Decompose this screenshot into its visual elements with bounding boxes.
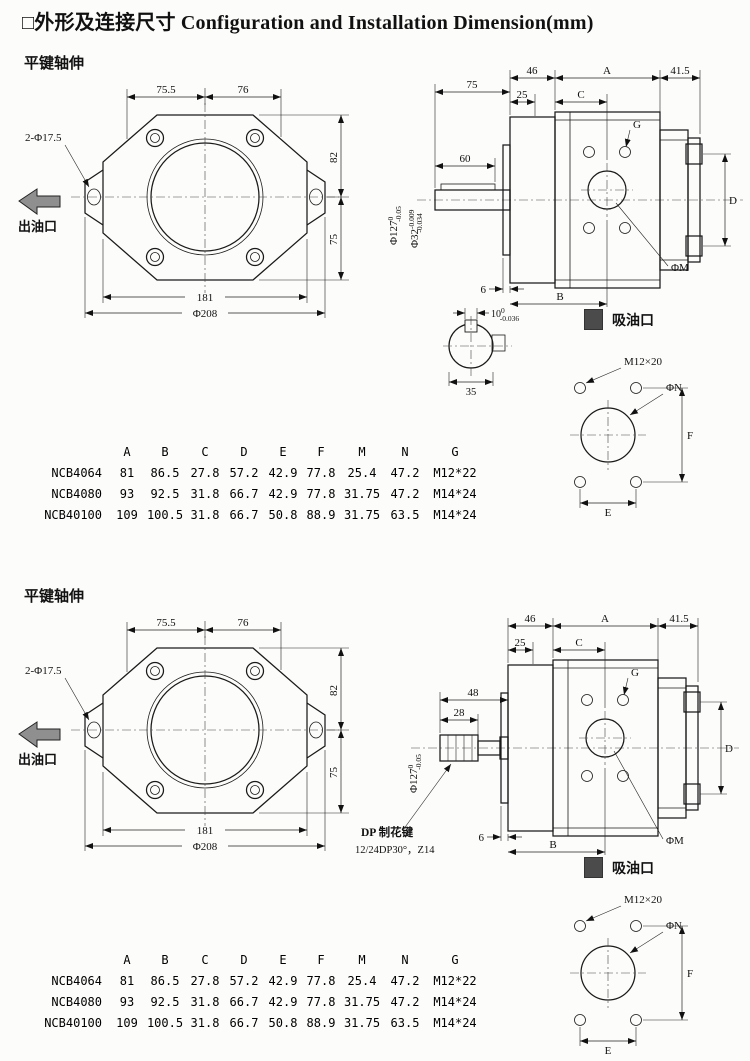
suction-port-callout-1: 吸油口: [584, 309, 654, 330]
dim-gap-6: 6: [479, 832, 485, 844]
pump-body-outline: [411, 659, 739, 837]
page-title: □外形及连接尺寸 Configuration and Installation …: [22, 12, 594, 34]
dim-flange-width: 46: [527, 65, 539, 77]
front-view-drawing-1: 75.5 76 82 75 181 Φ208 2-Φ17.5 出油口: [18, 84, 349, 320]
dim-rear-41-5: 41.5: [669, 613, 689, 625]
dim-shaft-length: 48: [468, 687, 480, 699]
front-dimension-lines: [64, 621, 349, 851]
side-dimension-lines: [402, 618, 727, 855]
suction-port-marker-icon: [584, 857, 603, 878]
dim-port-C: C: [577, 89, 584, 101]
dim-body-A: A: [603, 65, 611, 77]
dim-width: 181: [197, 292, 214, 304]
spline-note-line1: DP 制花键: [361, 825, 414, 839]
mount-holes-note: 2-Φ17.5: [25, 665, 62, 677]
side-dimension-lines: [434, 70, 731, 307]
suction-port-marker-icon: [584, 309, 603, 330]
dim-width: 181: [197, 825, 214, 837]
shaft-section-outline: [443, 316, 512, 376]
dim-F-label: F: [687, 430, 693, 442]
flange-outline: [71, 636, 339, 826]
suction-port-label: 吸油口: [612, 861, 654, 877]
pump-body-outline: [417, 111, 743, 289]
dim-pilot-25: 25: [515, 637, 527, 649]
dim-flange-dia: Φ208: [193, 841, 218, 853]
dim-rear-41-5: 41.5: [670, 65, 690, 77]
suction-port-view-1: M12×20 ΦN F E: [570, 356, 693, 519]
port-diameter-M: ΦM: [666, 835, 684, 847]
suction-port-label: 吸油口: [612, 313, 654, 329]
thread-G-label: G: [633, 119, 641, 131]
dim-across-flats: 35: [466, 387, 477, 398]
side-view-drawing-2: 48 28 46 A 41.5 25 C G Φ1270-0.05 D 6 B …: [355, 613, 739, 856]
flange-outline: [71, 103, 339, 293]
outlet-port-label: 出油口: [18, 219, 57, 234]
dim-E-label: E: [605, 1045, 612, 1057]
key-width-label: 100-0.036: [491, 306, 519, 323]
dim-right-bottom: 75: [328, 234, 340, 246]
dim-right-bottom: 75: [328, 767, 340, 779]
dim-top-right: 76: [238, 617, 250, 629]
stud-spec-label: M12×20: [624, 894, 662, 906]
suction-port-view-2: M12×20 ΦN F E: [570, 894, 693, 1057]
dim-gap-6: 6: [481, 284, 487, 296]
dim-E-label: E: [605, 507, 612, 519]
section2-shaft-type-label: 平键轴伸: [24, 589, 85, 605]
dim-flange-dia: Φ208: [193, 308, 218, 320]
dim-right-top: 82: [328, 685, 340, 696]
pilot-diameter-label: Φ1270-0.05: [386, 206, 403, 245]
port-dimension-lines: [579, 367, 688, 508]
dim-shaft-length: 75: [467, 79, 479, 91]
dim-port-C: C: [575, 637, 582, 649]
dim-body-A: A: [601, 613, 609, 625]
key-section-detail-1: 100-0.036 35: [443, 306, 519, 398]
stud-spec-label: M12×20: [624, 356, 662, 368]
dim-port-D: D: [729, 195, 737, 207]
port-dia-N-label: ΦN: [666, 382, 682, 394]
dim-key-length: 60: [460, 153, 472, 165]
dim-B: B: [549, 839, 556, 851]
pilot-diameter-label: Φ1270-0.05: [406, 754, 423, 793]
side-view-drawing-1: 75 60 46 A 41.5 25 C G Φ1270-0.05 Φ32-0.…: [386, 65, 743, 307]
outlet-arrow-icon: [18, 721, 61, 748]
dim-top-right: 76: [238, 84, 250, 96]
dim-top-left: 75.5: [156, 617, 176, 629]
suction-port-callout-2: 吸油口: [584, 857, 654, 878]
thread-G-label: G: [631, 667, 639, 679]
port-pattern-outline: [570, 920, 646, 1026]
spline-note-line2: 12/24DP30°，Z14: [355, 845, 435, 856]
dim-right-top: 82: [328, 152, 340, 163]
key-dimension-lines: [448, 308, 494, 386]
dim-B: B: [556, 291, 563, 303]
dim-spline-length: 28: [454, 707, 466, 719]
port-dia-N-label: ΦN: [666, 920, 682, 932]
bolt-holes: [145, 128, 265, 267]
dim-port-D: D: [725, 743, 733, 755]
outlet-arrow-icon: [18, 188, 61, 215]
dim-flange-width: 46: [525, 613, 537, 625]
front-dimension-lines: [64, 88, 349, 318]
shaft-diameter-label: Φ32-0.009-0.034: [407, 209, 424, 248]
port-pattern-outline: [570, 382, 646, 488]
outlet-port-label: 出油口: [18, 752, 57, 767]
dim-top-left: 75.5: [156, 84, 176, 96]
section1-shaft-type-label: 平键轴伸: [24, 56, 85, 72]
bolt-holes: [145, 661, 265, 800]
port-dimension-lines: [579, 905, 688, 1046]
dim-F-label: F: [687, 968, 693, 980]
mount-holes-note: 2-Φ17.5: [25, 132, 62, 144]
dim-pilot-25: 25: [517, 89, 529, 101]
front-view-drawing-2: 75.5 76 82 75 181 Φ208 2-Φ17.5 出油口: [18, 617, 349, 853]
port-diameter-M: ΦM: [671, 262, 689, 274]
